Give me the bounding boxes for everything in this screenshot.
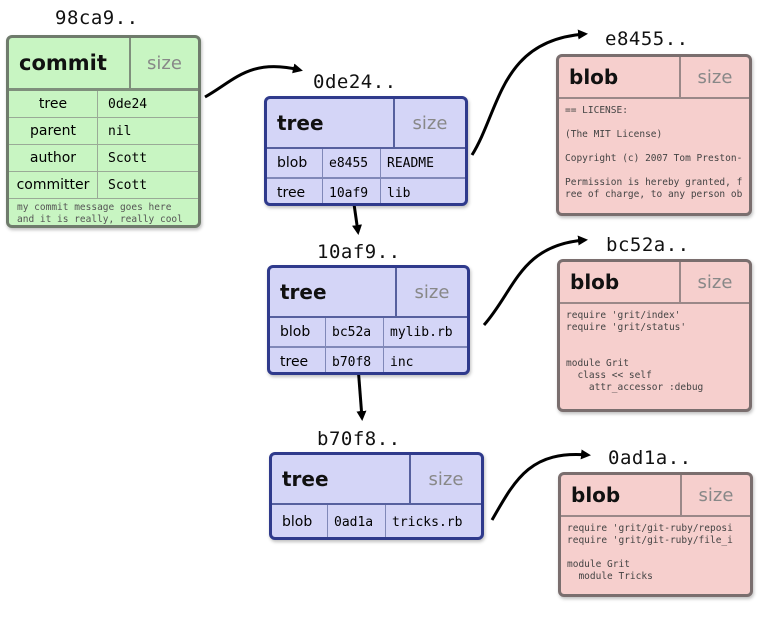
tree-entry-sha: bc52a <box>326 318 384 346</box>
arrow-tree-to-blob-bc52a <box>482 235 588 326</box>
blob-content: require 'grit/index' require 'grit/statu… <box>566 310 704 393</box>
commit-message-line: and it is really, really cool <box>17 214 183 225</box>
blob-size-label: size <box>698 484 734 506</box>
tree-type-label: tree <box>272 455 411 503</box>
blob-0-hash: e8455.. <box>605 28 689 50</box>
tree-entry-name: README <box>387 155 434 171</box>
commit-size-label: size <box>147 52 182 74</box>
tree-2-hash: b70f8.. <box>317 428 401 450</box>
blob-size-label: size <box>697 271 733 293</box>
tree-entry-sha: e8455 <box>323 149 381 177</box>
tree-entry-sha: 0ad1a <box>328 505 386 537</box>
tree-size-label: size <box>414 281 450 303</box>
tree-entry-sha: b70f8 <box>326 348 384 372</box>
blob-header: blob size <box>560 262 749 304</box>
commit-field-value: 0de24 <box>108 96 148 112</box>
commit-message-line: my commit message goes here <box>17 202 172 213</box>
blob-type-label: blob <box>561 475 682 515</box>
commit-field-row: parent nil <box>9 118 198 145</box>
commit-field-value: Scott <box>108 150 148 166</box>
commit-field-row: tree 0de24 <box>9 91 198 118</box>
tree-0-hash: 0de24.. <box>313 71 397 93</box>
arrow-commit-to-tree <box>204 63 303 99</box>
tree-header: tree size <box>270 268 467 318</box>
commit-header: commit size <box>9 38 198 91</box>
blob-content: require 'grit/git-ruby/reposi require 'g… <box>567 523 733 582</box>
tree-1-hash: 10af9.. <box>317 241 401 263</box>
tree-entry-kind: tree <box>267 179 323 203</box>
tree-size-label: size <box>412 112 448 134</box>
tree-entry-kind: blob <box>267 149 323 177</box>
blob-size-label: size <box>697 66 733 88</box>
blob-object-1: blob size require 'grit/index' require '… <box>557 259 752 412</box>
blob-content: == LICENSE: (The MIT License) Copyright … <box>565 105 743 200</box>
commit-type-label: commit <box>9 38 131 88</box>
tree-entry-name: inc <box>390 354 414 370</box>
arrow-tree-to-blob-e8455 <box>470 29 588 156</box>
tree-size-label: size <box>428 468 464 490</box>
blob-type-label: blob <box>560 262 681 302</box>
tree-entry-name: lib <box>387 185 411 201</box>
blob-object-0: blob size == LICENSE: (The MIT License) … <box>556 54 752 216</box>
tree-type-label: tree <box>270 268 397 316</box>
tree-entry-kind: blob <box>270 318 326 346</box>
blob-1-hash: bc52a.. <box>606 234 690 256</box>
tree-entry-name: mylib.rb <box>390 324 453 340</box>
commit-field-row: committer Scott <box>9 172 198 199</box>
commit-hash: 98ca9.. <box>55 7 139 29</box>
commit-field-value: Scott <box>108 177 148 193</box>
commit-field-key: tree <box>9 91 98 117</box>
arrow-tree-to-blob-0ad1a <box>490 449 591 521</box>
commit-field-value: nil <box>108 123 132 139</box>
commit-message: my commit message goes here and it is re… <box>9 199 198 225</box>
tree-entry-name: tricks.rb <box>392 514 463 530</box>
commit-field-row: author Scott <box>9 145 198 172</box>
blob-header: blob size <box>559 57 749 99</box>
tree-header: tree size <box>272 455 481 505</box>
commit-field-key: committer <box>9 172 98 198</box>
tree-type-label: tree <box>267 99 395 147</box>
blob-type-label: blob <box>559 57 681 97</box>
blob-header: blob size <box>561 475 750 517</box>
tree-entry-kind: blob <box>272 505 328 537</box>
tree-entry-sha: 10af9 <box>323 179 381 203</box>
commit-field-key: parent <box>9 118 98 144</box>
blob-2-hash: 0ad1a.. <box>608 447 692 469</box>
tree-header: tree size <box>267 99 465 149</box>
blob-object-2: blob size require 'grit/git-ruby/reposi … <box>558 472 753 597</box>
commit-field-key: author <box>9 145 98 171</box>
tree-entry-kind: tree <box>270 348 326 372</box>
